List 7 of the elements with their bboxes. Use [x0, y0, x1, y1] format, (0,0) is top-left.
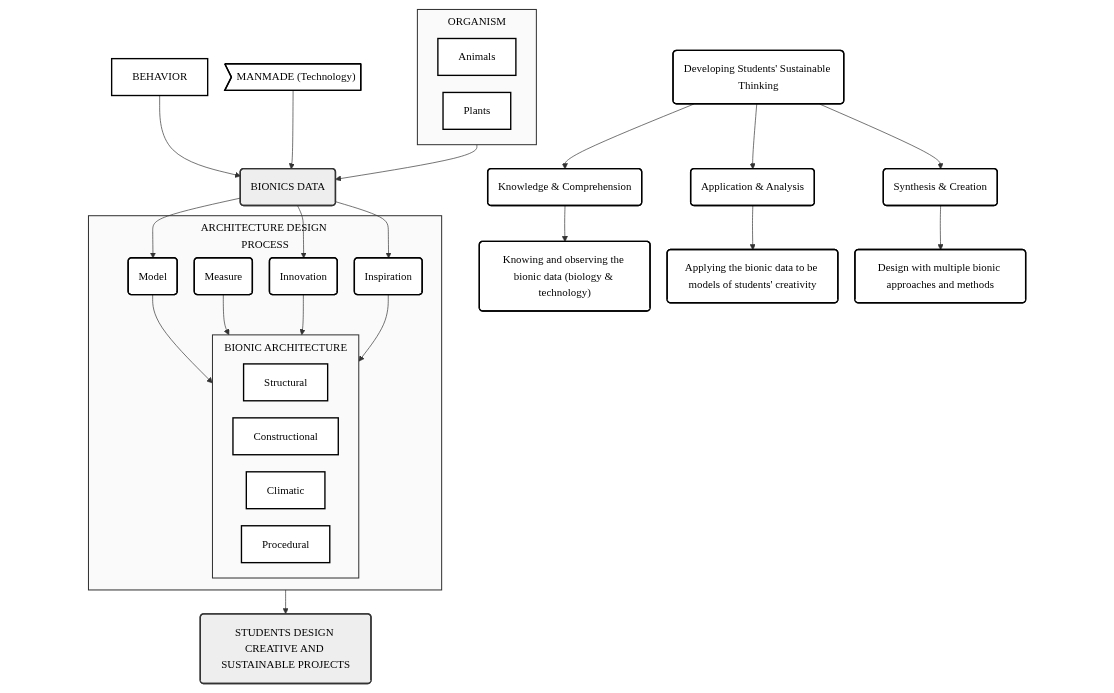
node-box: BEHAVIOR [110, 57, 209, 97]
node-box: Plants [442, 91, 512, 130]
node-box: Structural [242, 363, 329, 402]
node-box: Animals [437, 37, 517, 77]
node-box: Climatic [245, 471, 326, 510]
node-box: Constructional [232, 417, 339, 456]
node-box: Procedural [240, 525, 331, 564]
